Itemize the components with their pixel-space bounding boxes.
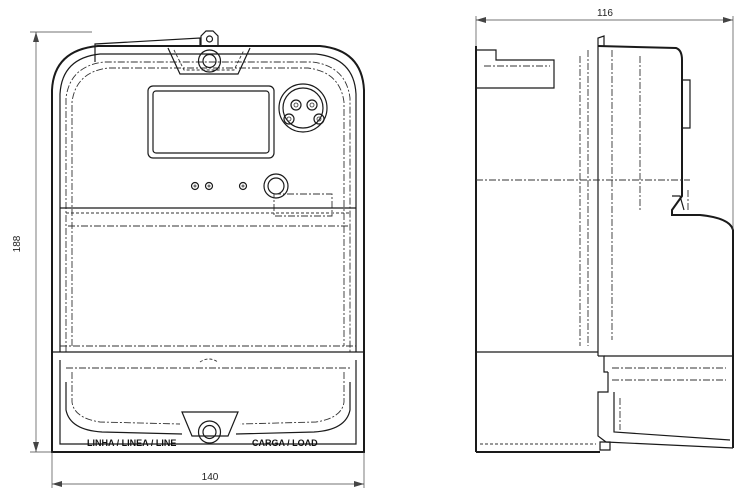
side-view xyxy=(475,35,734,453)
display-window xyxy=(147,85,275,159)
front-view: LINHA / LINEA / LINE CARGA / LOAD xyxy=(51,30,365,453)
height-dimension: 188 xyxy=(12,31,92,453)
height-dimension-label: 188 xyxy=(12,235,23,252)
housing-outline xyxy=(51,45,365,352)
width-dimension: 140 xyxy=(51,452,365,488)
led-icon xyxy=(190,181,200,191)
optical-port xyxy=(278,83,328,133)
depth-dimension-label: 116 xyxy=(597,8,613,19)
rear-plate-top xyxy=(94,37,201,62)
line-terminal-label: LINHA / LINEA / LINE xyxy=(87,438,176,448)
led-icon xyxy=(204,181,214,191)
push-button-icon xyxy=(263,173,289,199)
led-icon xyxy=(238,181,248,191)
width-dimension-label: 140 xyxy=(202,472,219,483)
bottom-seal-screw-icon xyxy=(197,420,222,444)
load-terminal-label: CARGA / LOAD xyxy=(252,438,318,448)
terminal-cover xyxy=(51,352,365,453)
side-terminal-block xyxy=(597,372,734,449)
depth-dimension: 116 xyxy=(475,8,734,230)
hanging-hook xyxy=(200,30,219,46)
top-seal-screw-icon xyxy=(197,49,222,73)
side-upper-body xyxy=(597,45,734,448)
